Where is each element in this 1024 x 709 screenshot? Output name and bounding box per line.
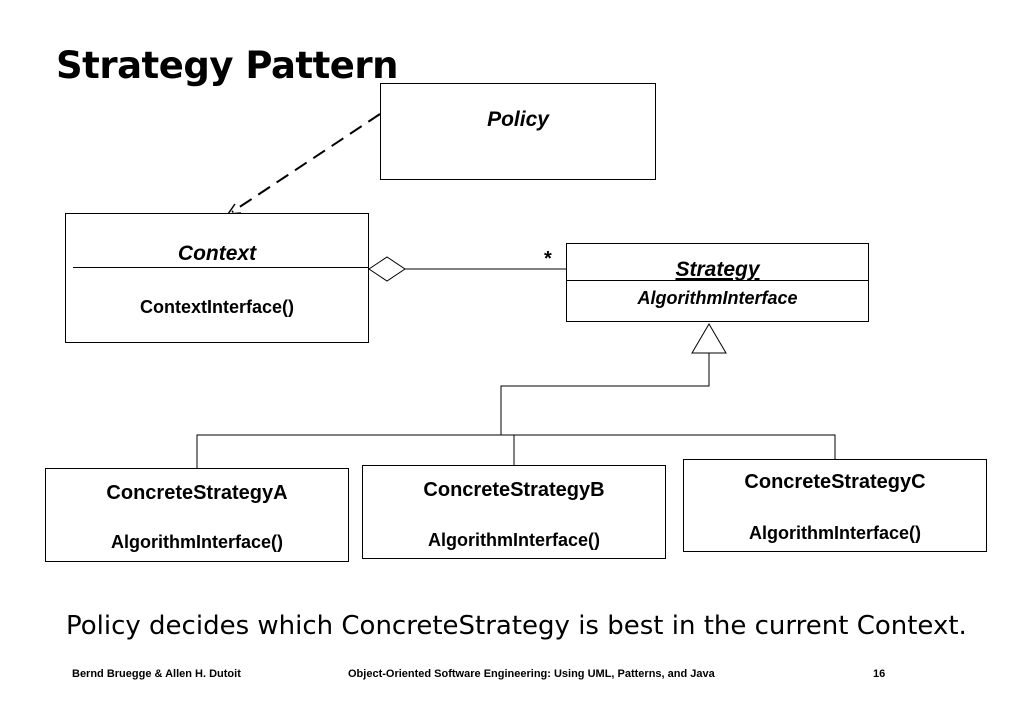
strategy-operation: AlgorithmInterface xyxy=(637,288,798,308)
strategy-divider xyxy=(567,280,868,281)
concrete-strategy-c-box: ConcreteStrategyC AlgorithmInterface() xyxy=(683,459,987,552)
context-class-box: Context ContextInterface() xyxy=(65,213,369,343)
policy-class-name: Policy xyxy=(487,108,549,131)
slide-title: Strategy Pattern xyxy=(56,44,398,87)
footer-authors: Bernd Bruegge & Allen H. Dutoit xyxy=(72,668,241,680)
context-class-name: Context xyxy=(177,242,257,265)
strategy-class-name: Strategy xyxy=(675,258,760,281)
concrete-strategy-b-name: ConcreteStrategyB xyxy=(423,479,605,501)
concrete-strategy-a-box: ConcreteStrategyA AlgorithmInterface() xyxy=(45,468,349,562)
context-operation: ContextInterface() xyxy=(139,297,295,317)
concrete-strategy-b-box: ConcreteStrategyB AlgorithmInterface() xyxy=(362,465,666,559)
inheritance-tree xyxy=(196,353,836,468)
strategy-class-box: Strategy AlgorithmInterface xyxy=(566,243,869,322)
generalization-triangle xyxy=(691,323,727,354)
policy-class-box: Policy xyxy=(380,83,656,180)
association-multiplicity: * xyxy=(544,248,552,270)
footer-book-title: Object-Oriented Software Engineering: Us… xyxy=(348,668,715,680)
aggregation-diamond xyxy=(368,256,406,282)
concrete-strategy-a-name: ConcreteStrategyA xyxy=(106,482,288,504)
concrete-strategy-b-operation: AlgorithmInterface() xyxy=(427,530,600,550)
concrete-strategy-a-operation: AlgorithmInterface() xyxy=(110,532,283,552)
context-divider xyxy=(73,267,368,268)
slide-caption: Policy decides which ConcreteStrategy is… xyxy=(66,611,967,641)
footer-page-number: 16 xyxy=(873,668,886,680)
concrete-strategy-c-name: ConcreteStrategyC xyxy=(744,471,926,493)
concrete-strategy-c-operation: AlgorithmInterface() xyxy=(748,523,921,543)
dependency-line xyxy=(231,113,381,213)
